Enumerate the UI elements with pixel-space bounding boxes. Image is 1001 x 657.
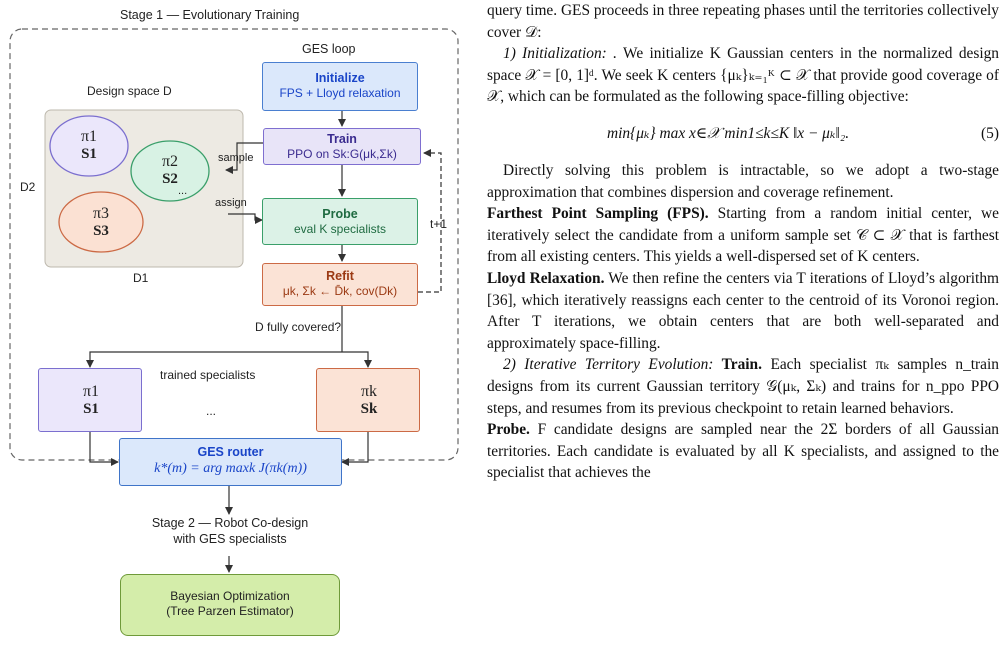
specialists-ellipsis: ... [206, 404, 217, 418]
t-plus-1-label: t+1 [430, 217, 448, 231]
figure-panel: Stage 1 — Evolutionary Training GES loop… [0, 0, 470, 657]
probe-box: Probe eval K specialists [262, 198, 418, 245]
ellipse-pi3-text: π3 S3 [71, 205, 131, 240]
diagram-lines [9, 28, 459, 573]
stage2-title-line1: Stage 2 — Robot Co-design [151, 516, 309, 530]
refit-subtitle: μk, Σk ← D̄k, cov(Dk) [282, 284, 398, 298]
equation-5: min{μₖ} max x∈𝒳 min1≤k≤K ‖x − μₖ‖₂. (5) [487, 108, 999, 160]
paragraph-approximation: Directly solving this problem is intract… [487, 161, 999, 201]
pi1-symbol: π1 [80, 128, 98, 145]
stage2-title-line2: with GES specialists [173, 532, 287, 546]
router-formula: k*(m) = arg maxk J(πk(m)) [154, 461, 307, 476]
train-box: Train PPO on Sk:G(μk,Σk) [263, 128, 421, 165]
initialize-title: Initialize [315, 71, 365, 85]
initialize-subtitle: FPS + Lloyd relaxation [279, 86, 401, 100]
equation-body: min{μₖ} max x∈𝒳 min1≤k≤K ‖x − μₖ‖₂. [606, 125, 850, 143]
train-title: Train [327, 132, 357, 146]
refit-box: Refit μk, Σk ← D̄k, cov(Dk) [262, 263, 418, 306]
specialist-right-pi: πk [360, 383, 378, 400]
trained-specialists-label: trained specialists [160, 368, 256, 382]
fully-covered-label: D fully covered? [255, 320, 342, 334]
s2-symbol: S2 [162, 171, 178, 187]
ges-router-box: GES router k*(m) = arg maxk J(πk(m)) [119, 438, 342, 486]
paragraph-probe: Probe. F candidate designs are sampled n… [487, 421, 999, 482]
probe-subtitle: eval K specialists [293, 222, 387, 236]
d1-label: D1 [133, 271, 149, 285]
ellipse-pi3 [58, 191, 144, 253]
paragraph-lloyd: Lloyd Relaxation. We then refine the cen… [487, 269, 999, 352]
specialist-right-s: Sk [360, 401, 378, 417]
specialist-left-s: S1 [83, 401, 99, 417]
router-title: GES router [197, 445, 264, 459]
equation-number: (5) [981, 125, 999, 143]
ellipse-pi1-text: π1 S1 [59, 128, 119, 163]
paragraph-intro: query time. GES proceeds in three repeat… [487, 2, 999, 41]
design-space-label: Design space D [87, 84, 172, 98]
paragraph-initialization: 1) Initialization: . We initialize K Gau… [487, 45, 999, 106]
paragraph-fps: Farthest Point Sampling (FPS). Starting … [487, 205, 999, 266]
s1-symbol: S1 [81, 146, 97, 162]
ellipse-pi2-text: π2 S2 [140, 153, 200, 188]
ges-loop-label: GES loop [302, 42, 356, 56]
d2-label: D2 [20, 180, 36, 194]
bayesian-optimization-box: Bayesian Optimization (Tree Parzen Estim… [120, 574, 340, 636]
probe-title: Probe [322, 207, 358, 221]
bo-line2: (Tree Parzen Estimator) [166, 604, 294, 618]
ellipse-pi1 [49, 115, 129, 177]
paper-text-column: query time. GES proceeds in three repeat… [487, 0, 999, 657]
assign-label: assign [215, 197, 247, 209]
specialist-left-pi: π1 [82, 383, 100, 400]
specialist-right-box: πk Sk [316, 368, 420, 432]
bo-line1: Bayesian Optimization [170, 589, 290, 603]
ellipsis-label: ... [178, 185, 188, 197]
ellipse-pi2 [130, 140, 210, 202]
stage1-title: Stage 1 — Evolutionary Training [120, 8, 300, 22]
paragraph-territory-evolution: 2) Iterative Territory Evolution: Train.… [487, 356, 999, 417]
specialist-left-box: π1 S1 [38, 368, 142, 432]
train-subtitle: PPO on Sk:G(μk,Σk) [287, 147, 397, 161]
pi2-symbol: π2 [161, 153, 179, 170]
initialize-box: Initialize FPS + Lloyd relaxation [262, 62, 418, 111]
refit-title: Refit [326, 269, 354, 283]
sample-label: sample [218, 152, 254, 164]
s3-symbol: S3 [93, 223, 109, 239]
pi3-symbol: π3 [92, 205, 110, 222]
